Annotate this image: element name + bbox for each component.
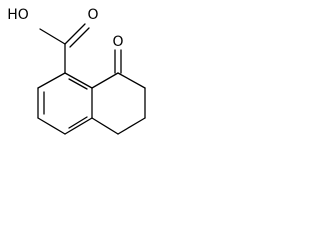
bond-ring-c4-c5 [64,117,93,135]
bond-ring-c6-c1 [64,72,93,89]
bond-ring-c1-c2 [37,72,66,89]
carboxyl-oh-bond [39,28,66,45]
double-bond-inner-top [68,78,88,90]
chemical-structure: O HO O [7,7,146,135]
hydroxyl-label: HO [7,7,29,23]
double-bond-inner-bottom [68,116,88,129]
carboxyl-double-bond-b [69,27,90,48]
saturated-ring [91,72,146,135]
ketone-oxygen-label: O [112,34,123,50]
bond-c7-c8 [117,72,146,89]
bond-c6-c7 [91,72,119,89]
bond-c9-c10 [117,117,146,135]
ketone-group: O [112,34,124,74]
aromatic-ring [37,72,93,135]
bond-ring-c3-c4 [37,117,66,135]
carboxyl-oxygen-label: O [87,7,98,23]
bond-c10-c5 [91,117,119,135]
carboxyl-double-bond-a [64,23,86,45]
carboxylic-acid-group: HO O [7,7,99,74]
